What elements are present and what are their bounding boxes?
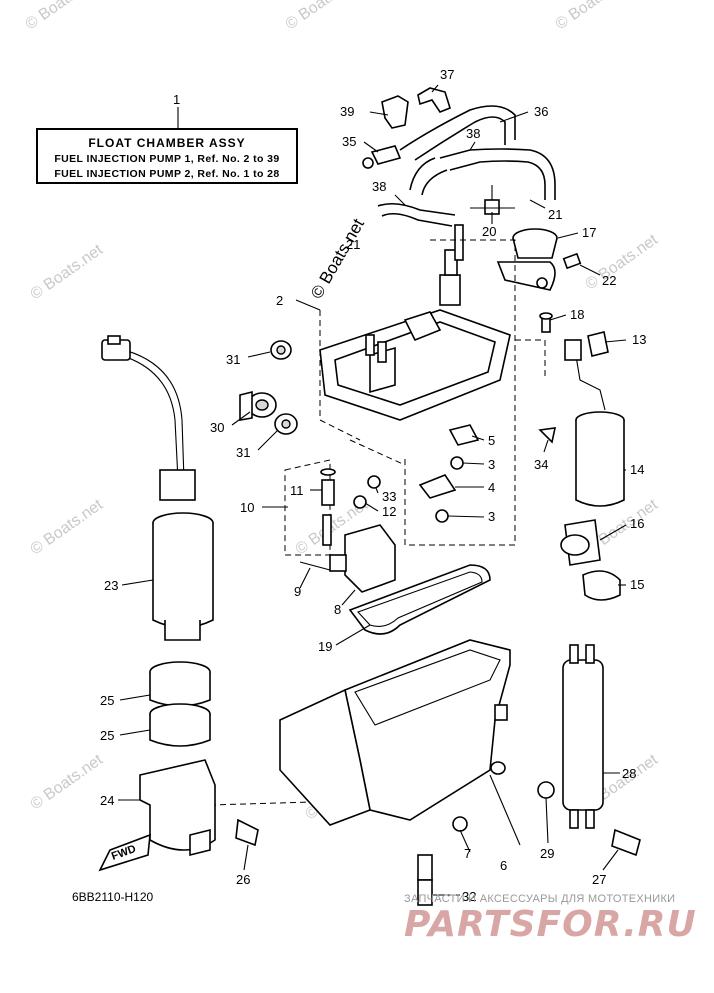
callout-label: 15 bbox=[630, 577, 644, 592]
callout-label: 11 bbox=[290, 483, 304, 498]
callout-label: 25 bbox=[100, 693, 114, 708]
callout-label: 13 bbox=[632, 332, 646, 347]
callout-label: 16 bbox=[630, 516, 644, 531]
callout-label: 38 bbox=[466, 126, 480, 141]
pump-bracket bbox=[139, 759, 216, 857]
callout-label: 3 bbox=[488, 509, 495, 524]
callout-label: 24 bbox=[100, 793, 114, 808]
title-box: FLOAT CHAMBER ASSY FUEL INJECTION PUMP 1… bbox=[36, 128, 298, 184]
callout-label: 2 bbox=[276, 293, 283, 308]
drawing-code: 6BB2110-H120 bbox=[72, 890, 154, 904]
callout-label: 39 bbox=[340, 104, 354, 119]
filter-and-holder bbox=[560, 519, 621, 601]
title: FLOAT CHAMBER ASSY bbox=[88, 136, 246, 150]
watermark: © Boats.net bbox=[23, 0, 102, 33]
callout-label: 17 bbox=[582, 225, 596, 240]
callout-label: 21 bbox=[346, 237, 360, 252]
callout-label: 9 bbox=[294, 584, 301, 599]
callout-label: 33 bbox=[382, 489, 396, 504]
chamber-gasket bbox=[348, 564, 491, 635]
callout-labels: 1 2 3 3 4 5 6 7 8 9 10 11 12 13 14 15 16… bbox=[100, 67, 646, 904]
vapor-separator bbox=[299, 524, 396, 593]
callout-label: 26 bbox=[236, 872, 250, 887]
callout-label: 32 bbox=[462, 889, 476, 904]
callout-label: 37 bbox=[440, 67, 454, 82]
callout-label: 25 bbox=[100, 728, 114, 743]
watermark-dark: © Boats.net bbox=[307, 215, 368, 302]
shop-subtitle: ЗАПЧАСТИ И АКСЕССУАРЫ ДЛЯ МОТОТЕХНИКИ bbox=[404, 893, 676, 905]
watermark: © Boats.net bbox=[28, 241, 107, 303]
callout-label: 14 bbox=[630, 462, 644, 477]
watermark: © Boats.net bbox=[283, 0, 362, 33]
callout-label: 27 bbox=[592, 872, 606, 887]
hose-clips bbox=[362, 87, 451, 169]
fuel-hoses bbox=[377, 105, 556, 227]
fuel-cooler bbox=[562, 644, 604, 829]
callout-label: 8 bbox=[334, 602, 341, 617]
callout-label: 18 bbox=[570, 307, 584, 322]
callout-label: 36 bbox=[534, 104, 548, 119]
callout-label: 31 bbox=[226, 352, 240, 367]
float-chamber-body bbox=[279, 639, 511, 826]
drain-and-bolts bbox=[235, 781, 641, 906]
callout-label: 38 bbox=[372, 179, 386, 194]
callout-label: 21 bbox=[548, 207, 562, 222]
callout-label: 1 bbox=[173, 92, 180, 107]
callout-label: 5 bbox=[488, 433, 495, 448]
callout-label: 20 bbox=[482, 224, 496, 239]
callout-label: 3 bbox=[488, 457, 495, 472]
callout-label: 31 bbox=[236, 445, 250, 460]
callout-label: 7 bbox=[464, 846, 471, 861]
callout-label: 4 bbox=[488, 480, 495, 495]
callout-label: 28 bbox=[622, 766, 636, 781]
callout-label: 12 bbox=[382, 504, 396, 519]
watermark: © Boats.net bbox=[28, 496, 107, 558]
title-line-1: FUEL INJECTION PUMP 1, Ref. No. 2 to 39 bbox=[54, 153, 280, 165]
callout-label: 29 bbox=[540, 846, 554, 861]
fuel-pump-2 bbox=[101, 335, 214, 641]
watermark: © Boats.net bbox=[28, 751, 107, 813]
leader-lines bbox=[118, 84, 627, 896]
callout-label: 30 bbox=[210, 420, 224, 435]
callout-label: 34 bbox=[534, 457, 548, 472]
callout-label: 22 bbox=[602, 273, 616, 288]
small-hardware bbox=[320, 312, 557, 546]
pressure-regulator bbox=[496, 228, 582, 291]
shop-logo: PARTSFOR.RU bbox=[404, 904, 697, 945]
watermark: © Boats.net bbox=[553, 0, 632, 33]
fuel-pump-1 bbox=[564, 331, 625, 507]
float-chamber-cover bbox=[319, 224, 511, 421]
callout-label: 6 bbox=[500, 858, 507, 873]
grommets bbox=[239, 340, 298, 435]
title-line-2: FUEL INJECTION PUMP 2, Ref. No. 1 to 28 bbox=[54, 168, 280, 180]
watermark: © Boats.net bbox=[583, 231, 662, 293]
damper-rings bbox=[149, 661, 211, 747]
callout-label: 19 bbox=[318, 639, 332, 654]
callout-label: 10 bbox=[240, 500, 254, 515]
callout-label: 35 bbox=[342, 134, 356, 149]
callout-label: 23 bbox=[104, 578, 118, 593]
fwd-arrow: FWD bbox=[98, 833, 151, 872]
